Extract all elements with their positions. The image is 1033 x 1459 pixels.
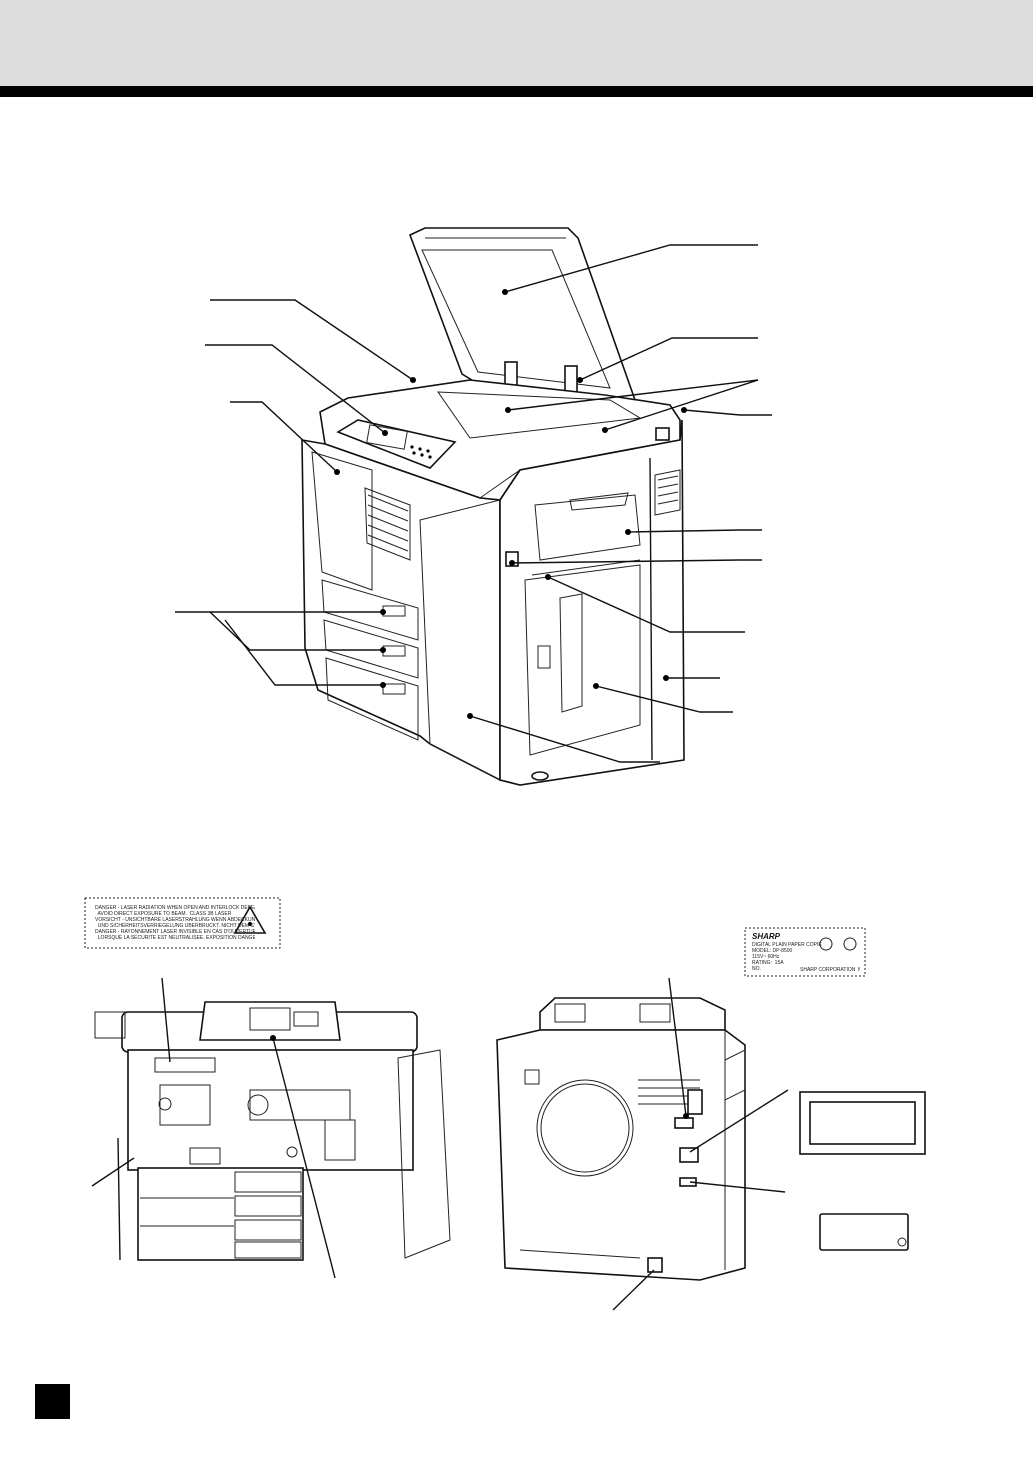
rating-maker: SHARP CORPORATION MADE IN JAPAN [800, 967, 860, 973]
callout-lines-rear [612, 977, 789, 1311]
rating-brand: SHARP [752, 932, 781, 941]
laser-warning-text: DANGER - LASER RADIATION WHEN OPEN AND I… [95, 905, 255, 941]
copier-rear-view [496, 997, 746, 1281]
header-band [0, 0, 1033, 86]
laser-warning-label [84, 897, 281, 949]
copier-interior-view [94, 1001, 451, 1261]
callout-lines-interior [91, 977, 336, 1279]
header-rule [0, 86, 1033, 97]
page-number-box [35, 1384, 70, 1419]
serial-label-box [819, 1213, 909, 1251]
callout-lines-main [175, 244, 772, 763]
rating-lines: DIGITAL PLAIN PAPER COPIER MODEL: DP-850… [752, 942, 822, 972]
copier-front-view [301, 227, 685, 786]
rating-plate [744, 927, 866, 977]
